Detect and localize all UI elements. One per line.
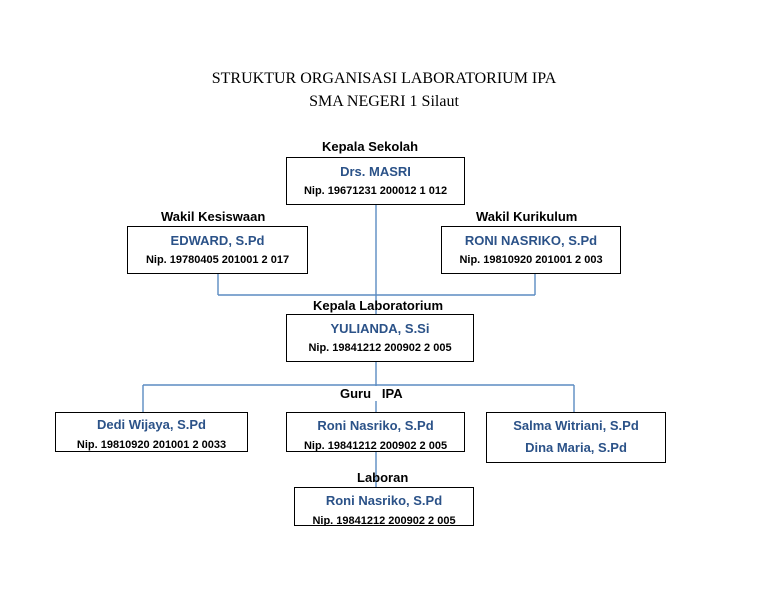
laboran-nip: Nip. 19841212 200902 2 005 bbox=[312, 515, 456, 526]
wakil-kurikulum-nip: Nip. 19810920 201001 2 003 bbox=[459, 254, 603, 266]
guru-3-name-1: Salma Witriani, S.Pd bbox=[513, 418, 639, 433]
chart-subtitle: SMA NEGERI 1 Silaut bbox=[309, 93, 459, 110]
laboran-name: Roni Nasriko, S.Pd bbox=[325, 493, 443, 508]
role-wakil-kurikulum: Wakil Kurikulum bbox=[476, 209, 578, 224]
role-guru-ipa: Guru IPA bbox=[338, 386, 405, 401]
box-kepala-sekolah: Drs. MASRI Nip. 19671231 200012 1 012 bbox=[286, 157, 465, 205]
kepala-sekolah-name: Drs. MASRI bbox=[340, 164, 411, 179]
role-wakil-kesiswaan: Wakil Kesiswaan bbox=[161, 209, 266, 224]
kepala-lab-nip: Nip. 19841212 200902 2 005 bbox=[308, 342, 452, 354]
guru-1-name: Dedi Wijaya, S.Pd bbox=[97, 417, 206, 432]
role-laboran: Laboran bbox=[357, 470, 409, 485]
box-guru-3: Salma Witriani, S.Pd Dina Maria, S.Pd bbox=[486, 412, 666, 463]
wakil-kesiswaan-name: EDWARD, S.Pd bbox=[170, 233, 265, 248]
wakil-kesiswaan-nip: Nip. 19780405 201001 2 017 bbox=[145, 254, 290, 266]
box-kepala-laboratorium: YULIANDA, S.Si Nip. 19841212 200902 2 00… bbox=[286, 314, 474, 362]
chart-title: STRUKTUR ORGANISASI LABORATORIUM IPA bbox=[211, 70, 557, 87]
kepala-lab-name: YULIANDA, S.Si bbox=[330, 321, 430, 336]
guru-3-name-2: Dina Maria, S.Pd bbox=[525, 440, 627, 455]
guru-2-nip: Nip. 19841212 200902 2 005 bbox=[303, 440, 448, 452]
box-laboran: Roni Nasriko, S.Pd Nip. 19841212 200902 … bbox=[294, 487, 474, 526]
guru-2-name: Roni Nasriko, S.Pd bbox=[317, 418, 434, 433]
guru-1-nip: Nip. 19810920 201001 2 0033 bbox=[76, 439, 227, 451]
box-wakil-kesiswaan: EDWARD, S.Pd Nip. 19780405 201001 2 017 bbox=[127, 226, 308, 274]
box-guru-2: Roni Nasriko, S.Pd Nip. 19841212 200902 … bbox=[286, 412, 465, 452]
role-kepala-sekolah: Kepala Sekolah bbox=[322, 139, 419, 154]
kepala-sekolah-nip: Nip. 19671231 200012 1 012 bbox=[303, 185, 448, 197]
box-guru-1: Dedi Wijaya, S.Pd Nip. 19810920 201001 2… bbox=[55, 412, 248, 452]
role-kepala-laboratorium: Kepala Laboratorium bbox=[313, 298, 444, 313]
box-wakil-kurikulum: RONI NASRIKO, S.Pd Nip. 19810920 201001 … bbox=[441, 226, 621, 274]
wakil-kurikulum-name: RONI NASRIKO, S.Pd bbox=[464, 233, 598, 248]
